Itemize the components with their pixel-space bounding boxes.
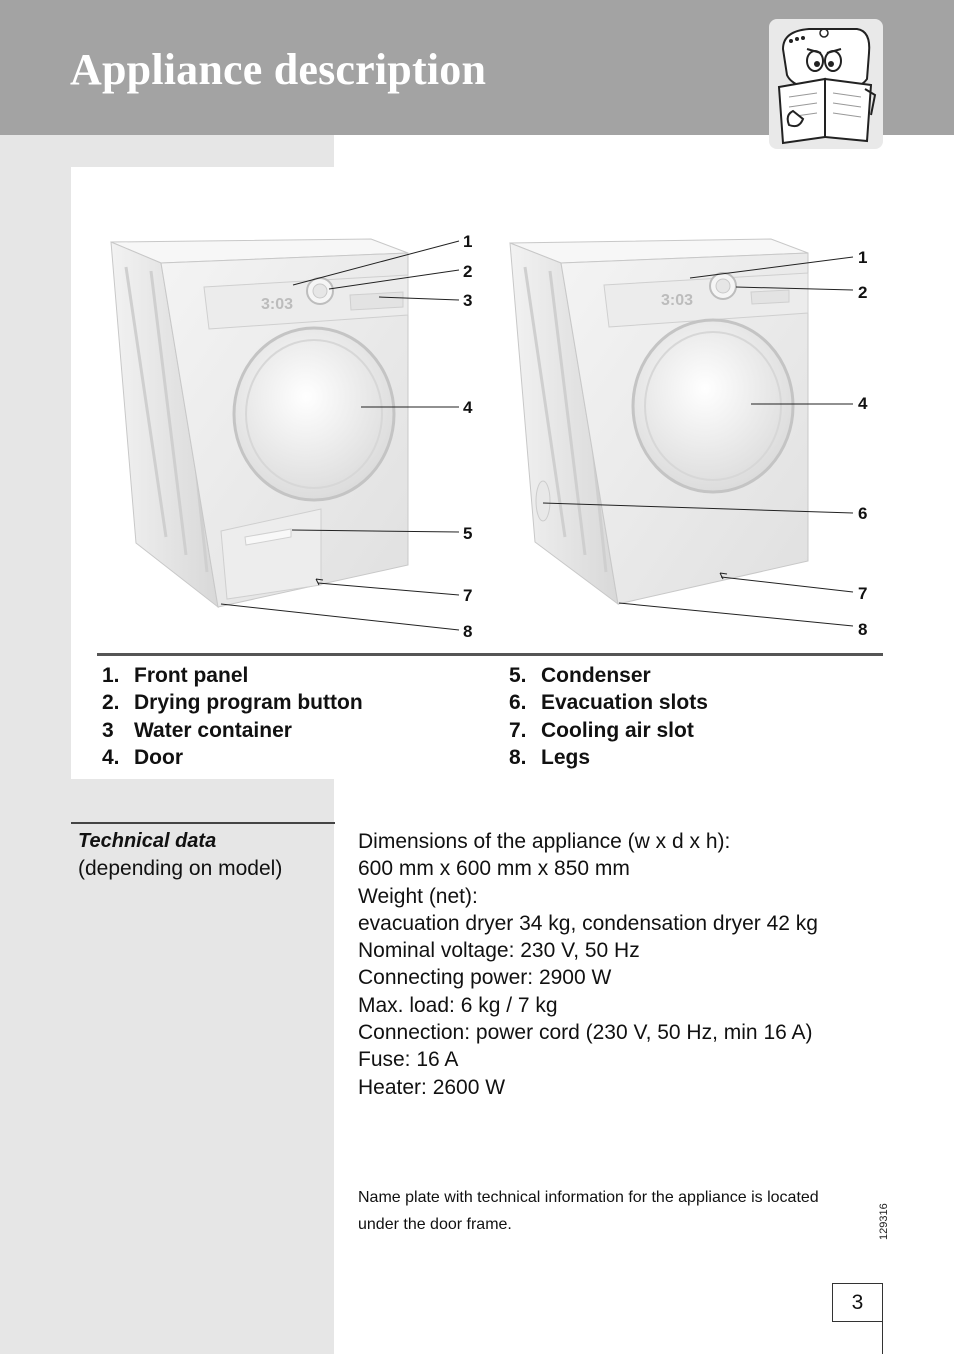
legend-item: 2. Drying program button [102,689,502,716]
legend-number: 5. [509,664,527,687]
tech-line: Weight (net): [358,884,478,908]
legend-item: 1. Front panel [102,662,502,689]
page-number: 3 [832,1283,883,1322]
page-title: Appliance description [70,45,487,94]
figure-divider [97,653,883,656]
appliance-figure: 3:03 1 2 3 4 5 7 8 [71,167,883,779]
legend-label: Cooling air slot [541,718,694,742]
tech-line: Heater: 2600 W [358,1075,506,1099]
legend-item: 6. Evacuation slots [509,689,909,716]
page-number-tick [882,1321,883,1354]
callout-1: 1 [463,232,472,251]
dryer-2-callouts: 1 2 4 6 7 8 [858,248,868,639]
callout-6: 6 [858,504,867,523]
legend-item: 7. Cooling air slot [509,717,909,744]
dryer-2: 3:03 [509,238,809,606]
technical-data-list: Dimensions of the appliance (w x d x h):… [358,828,918,1101]
technical-data-subheading: (depending on model) [78,857,283,880]
document-code: 129316 [878,1203,890,1240]
dryer-1-condenser-flap [220,508,322,600]
legend-item: 3 Water container [102,717,502,744]
tech-line: Dimensions of the appliance (w x d x h): [358,830,731,853]
callout-2: 2 [858,283,867,302]
dryer-2-leader-lines [542,256,854,627]
dryer-1-display: 3:03 [261,296,293,313]
dryer-2-door [631,318,795,494]
parts-legend-left: 1. Front panel 2. Drying program button … [102,662,502,771]
reading-cartoon-drawing [777,28,877,145]
callout-5: 5 [463,524,472,543]
tech-line: Connecting power: 2900 W [358,966,612,990]
legend-number: 1. [102,664,120,687]
legend-label: Evacuation slots [541,691,708,715]
tech-line: Fuse: 16 A [358,1048,459,1072]
callout-3: 3 [463,291,472,310]
dryers-illustration: 3:03 1 2 3 4 5 7 8 [110,232,868,641]
tech-line: Max. load: 6 kg / 7 kg [358,993,558,1017]
technical-section-rule [71,822,335,824]
tech-line: Nominal voltage: 230 V, 50 Hz [358,939,640,963]
dryer-2-evacuation-slot [535,480,551,522]
legend-number: 2. [102,691,120,715]
legend-number: 6. [509,691,527,715]
dryer-1-callouts: 1 2 3 4 5 7 8 [463,232,473,641]
legend-label: Water container [134,718,292,742]
legend-item: 5. Condenser [509,662,909,689]
callout-1: 1 [858,248,867,267]
nameplate-line: Name plate with technical information fo… [358,1189,819,1206]
legend-label: Condenser [541,664,651,687]
nameplate-line: under the door frame. [358,1216,512,1233]
legend-label: Drying program button [134,691,363,715]
dryer-1-leader-lines [220,240,460,631]
callout-7: 7 [463,586,472,605]
nameplate-note: Name plate with technical information fo… [358,1184,898,1238]
legend-label: Front panel [134,664,249,687]
legend-item: 4. Door [102,744,502,771]
technical-data-heading: Technical data [78,830,217,852]
legend-number: 7. [509,718,527,742]
tech-line: Connection: power cord (230 V, 50 Hz, mi… [358,1021,813,1045]
tech-line: evacuation dryer 34 kg, condensation dry… [358,911,818,935]
dryer-2-display: 3:03 [661,292,693,309]
callout-8: 8 [858,620,867,639]
dryer-1: 3:03 [110,238,409,609]
callout-2: 2 [463,262,472,281]
legend-item: 8. Legs [509,744,909,771]
reading-cartoon-icon [769,19,883,149]
dryer-1-door [232,326,396,502]
legend-number: 4. [102,745,120,769]
tech-line: 600 mm x 600 mm x 850 mm [358,857,630,881]
parts-legend-right: 5. Condenser 6. Evacuation slots 7. Cool… [509,662,909,771]
callout-4: 4 [463,398,473,417]
legend-label: Legs [541,745,591,769]
legend-number: 8. [509,745,527,769]
legend-number: 3 [102,718,114,742]
callout-7: 7 [858,584,867,603]
callout-8: 8 [463,622,472,641]
legend-label: Door [134,745,183,769]
callout-4: 4 [858,394,868,413]
